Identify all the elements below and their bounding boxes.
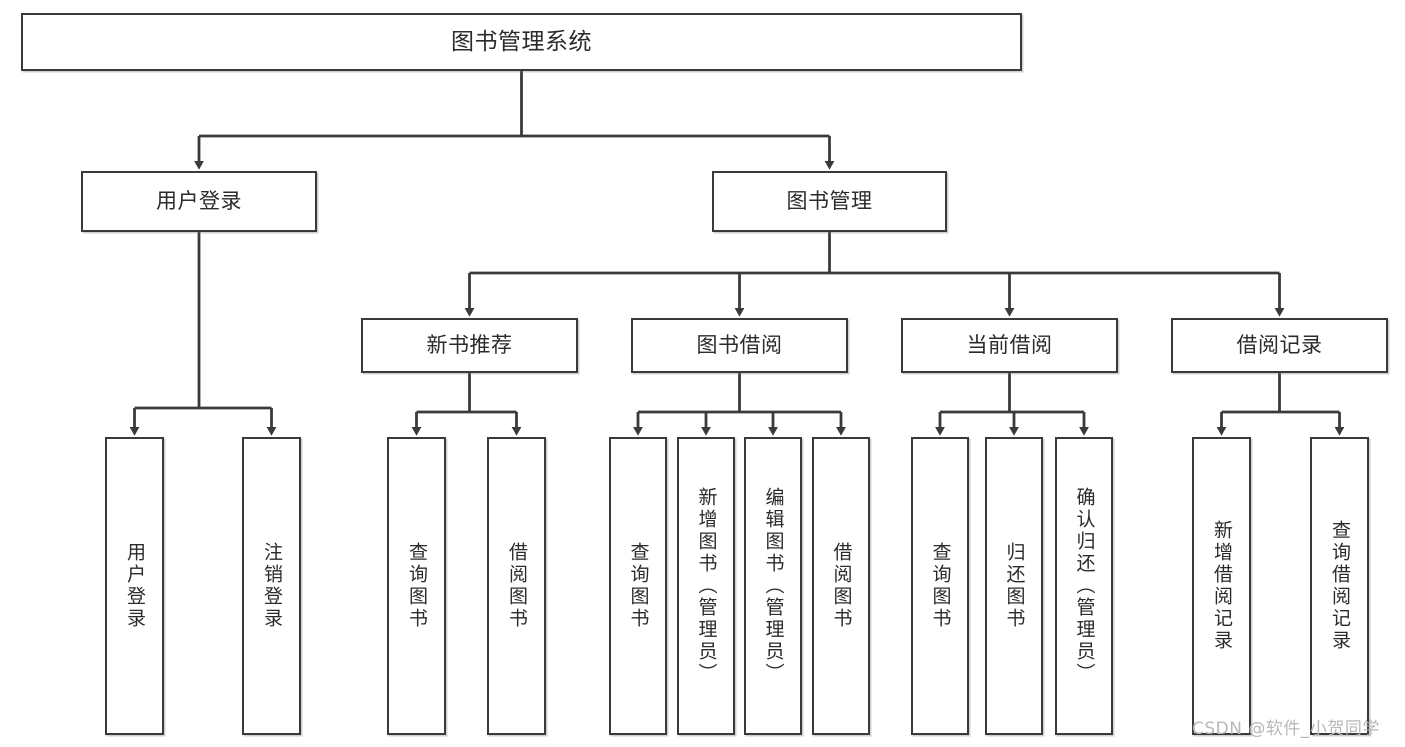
node-book-borrow[interactable]: 图书借阅 <box>631 318 848 373</box>
node-root-root-label: 图书管理系统 <box>451 28 592 55</box>
node-leaf-query-books-current-label: 查询图书 <box>929 542 952 630</box>
node-leaf-borrow-book-label: 借阅图书 <box>830 542 853 630</box>
node-leaf-user-login[interactable]: 用户登录 <box>105 437 164 735</box>
node-leaf-query-books-recommend-label: 查询图书 <box>406 542 428 630</box>
node-leaf-add-book-admin-label: 新增图书（管理员） <box>695 487 718 685</box>
node-leaf-confirm-return-admin-label: 确认归还（管理员） <box>1073 487 1096 685</box>
node-leaf-add-borrow-record[interactable]: 新增借阅记录 <box>1192 437 1251 735</box>
node-root-root[interactable]: 图书管理系统 <box>21 13 1022 71</box>
node-leaf-return-book-label: 归还图书 <box>1003 542 1026 630</box>
node-leaf-add-borrow-record-label: 新增借阅记录 <box>1211 520 1233 652</box>
node-current-borrow[interactable]: 当前借阅 <box>901 318 1118 373</box>
node-leaf-return-book[interactable]: 归还图书 <box>985 437 1043 735</box>
node-book-management-label: 图书管理 <box>786 189 873 214</box>
node-leaf-query-borrow-record-label: 查询借阅记录 <box>1329 520 1351 652</box>
node-leaf-logout-label: 注销登录 <box>261 542 283 630</box>
node-book-management[interactable]: 图书管理 <box>712 171 947 232</box>
node-new-book-recommend-label: 新书推荐 <box>426 333 513 358</box>
node-user-login-label: 用户登录 <box>156 189 242 214</box>
node-borrow-record[interactable]: 借阅记录 <box>1171 318 1388 373</box>
node-leaf-query-borrow-record[interactable]: 查询借阅记录 <box>1310 437 1369 735</box>
node-leaf-borrow-books-recommend-label: 借阅图书 <box>506 542 528 630</box>
node-book-borrow-label: 图书借阅 <box>696 333 783 358</box>
node-leaf-user-login-label: 用户登录 <box>124 542 146 630</box>
node-leaf-borrow-books-recommend[interactable]: 借阅图书 <box>487 437 546 735</box>
node-borrow-record-label: 借阅记录 <box>1236 333 1323 358</box>
node-leaf-logout[interactable]: 注销登录 <box>242 437 301 735</box>
node-leaf-edit-book-admin-label: 编辑图书（管理员） <box>762 487 785 685</box>
node-leaf-query-books-borrow-label: 查询图书 <box>627 542 650 630</box>
node-leaf-confirm-return-admin[interactable]: 确认归还（管理员） <box>1055 437 1113 735</box>
node-leaf-query-books-current[interactable]: 查询图书 <box>911 437 969 735</box>
node-leaf-add-book-admin[interactable]: 新增图书（管理员） <box>677 437 735 735</box>
node-new-book-recommend[interactable]: 新书推荐 <box>361 318 578 373</box>
node-leaf-edit-book-admin[interactable]: 编辑图书（管理员） <box>744 437 802 735</box>
node-user-login[interactable]: 用户登录 <box>81 171 317 232</box>
node-leaf-query-books-recommend[interactable]: 查询图书 <box>387 437 446 735</box>
node-leaf-query-books-borrow[interactable]: 查询图书 <box>609 437 667 735</box>
node-leaf-borrow-book[interactable]: 借阅图书 <box>812 437 870 735</box>
node-current-borrow-label: 当前借阅 <box>966 333 1053 358</box>
